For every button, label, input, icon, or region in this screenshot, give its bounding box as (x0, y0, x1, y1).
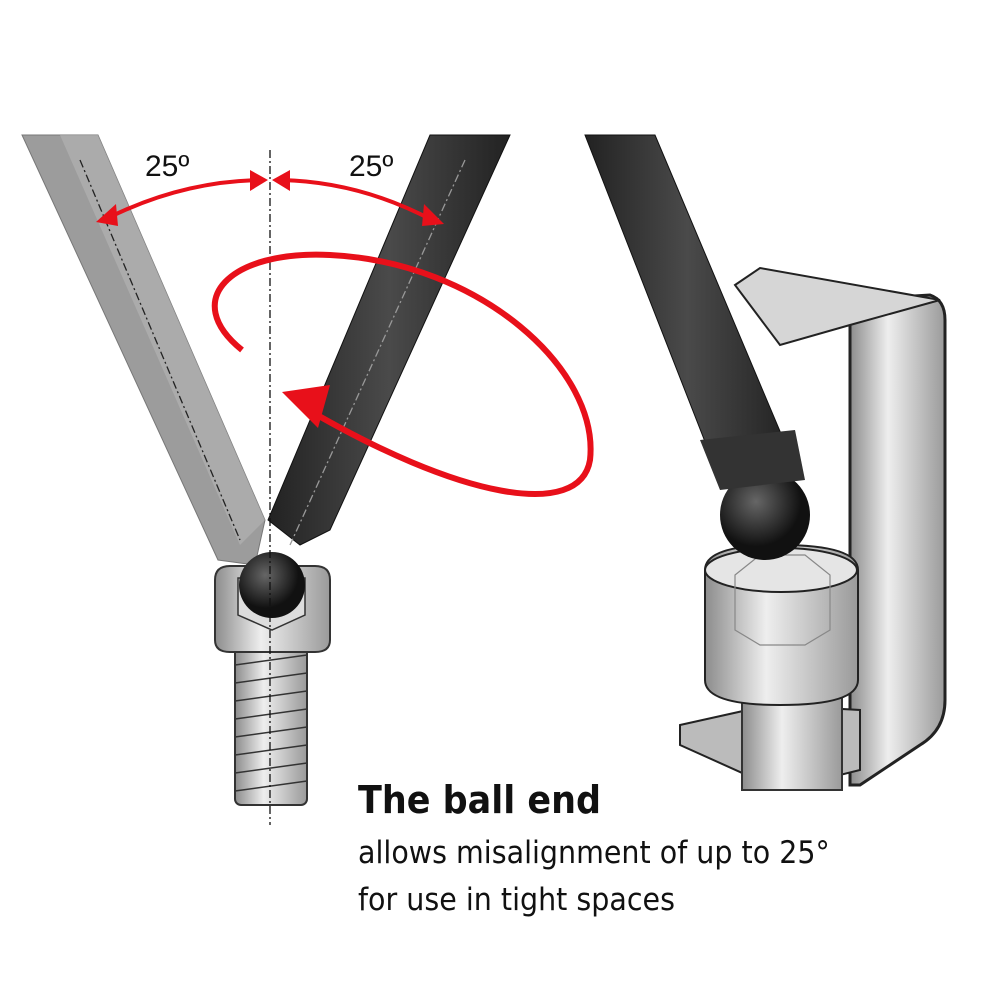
rotation-arrow (211, 251, 594, 497)
left-angle-label: 25º (145, 150, 190, 183)
caption-line-1: allows misalignment of up to 25° (358, 835, 830, 871)
angle-arrows (96, 170, 444, 226)
ball-end (239, 552, 305, 618)
bracket-assembly (584, 134, 947, 792)
caption-title: The ball end (358, 778, 602, 822)
right-ball-end (720, 470, 810, 560)
right-angle-label: 25º (349, 150, 394, 183)
dark-hex-key (267, 134, 511, 546)
caption-line-2: for use in tight spaces (358, 882, 675, 918)
